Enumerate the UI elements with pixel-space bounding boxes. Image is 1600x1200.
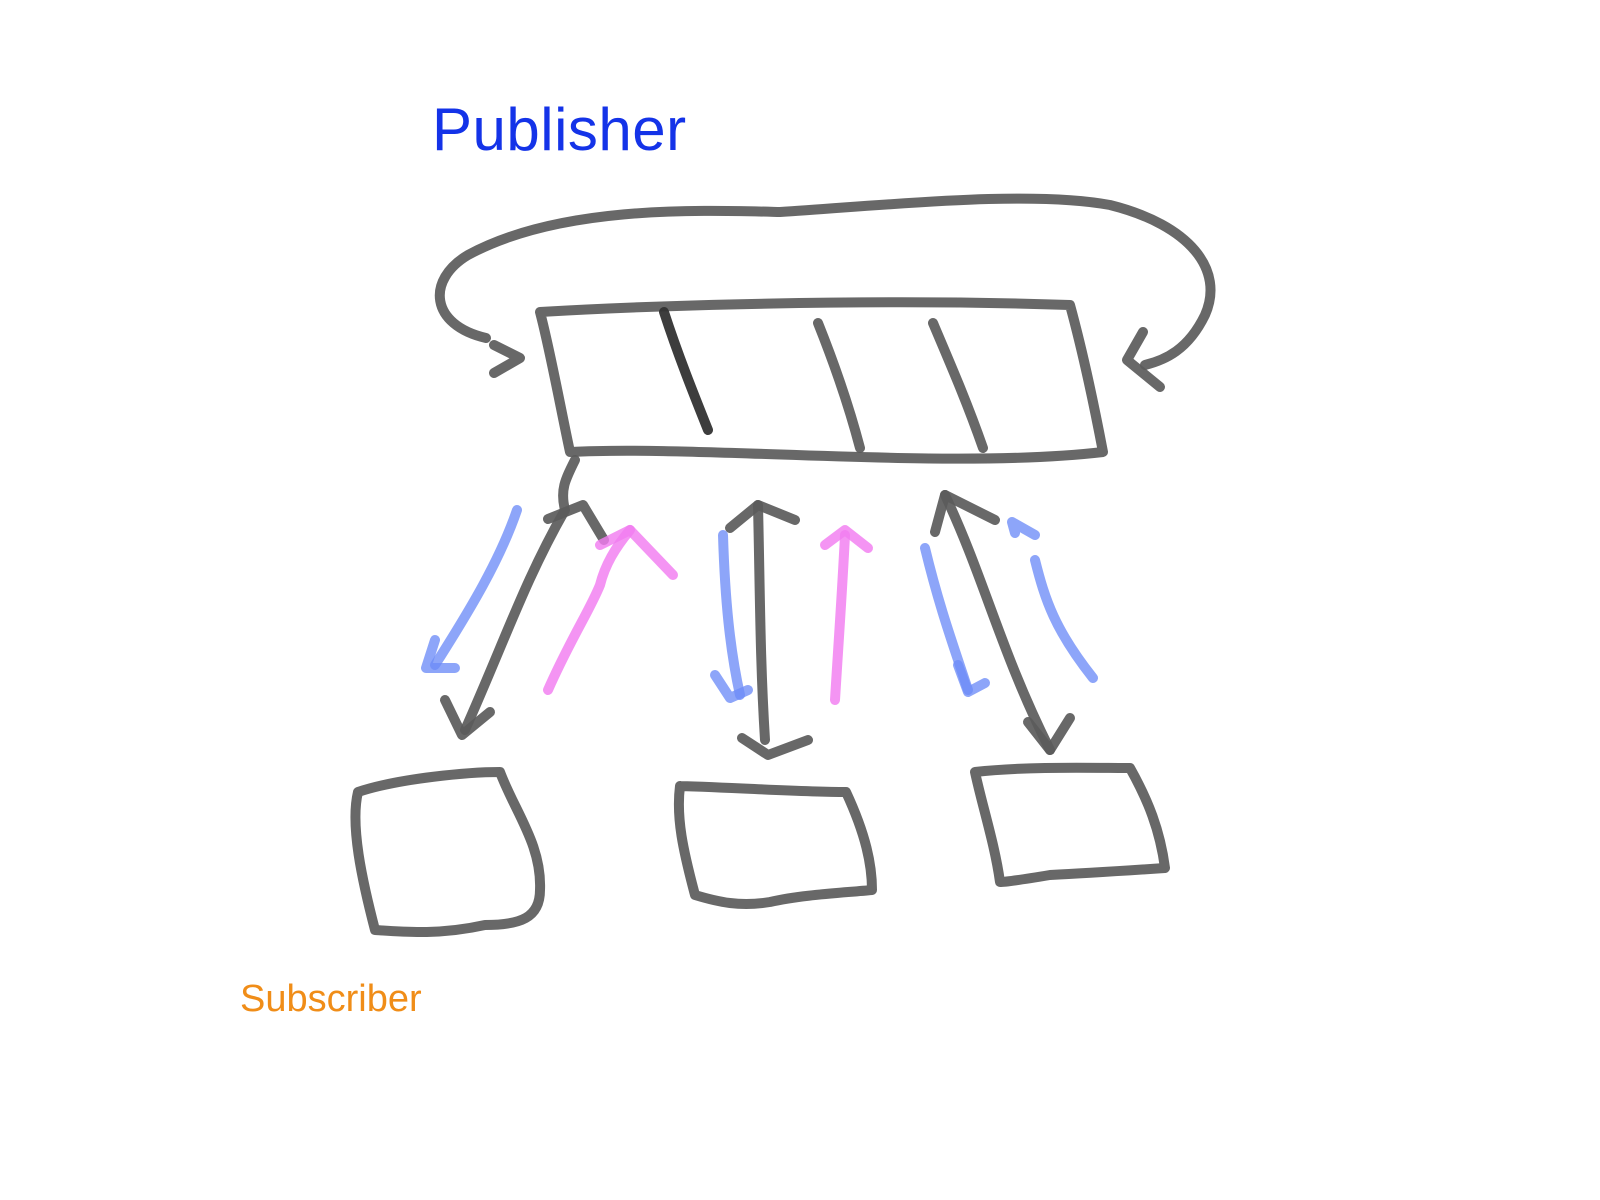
subscriber-box-3 [970,762,1170,887]
blue-arrow-1 [430,505,522,670]
blue-arrow-1-head [421,635,460,673]
pink-arrow-2 [830,530,850,705]
bidirectional-arrow-3-bottom-head [1023,713,1075,755]
blue-arrow-2 [718,530,745,700]
blue-arrow-4-head [1007,517,1040,540]
queue-divider-1 [659,307,713,435]
loop-arrow-left-head [489,340,525,378]
subscriber-box-2 [673,781,877,909]
bidirectional-arrow-3 [940,490,1055,755]
blue-arrow-4 [1030,555,1098,683]
blue-arrow-3-head [953,660,990,697]
bidirectional-arrow-2-top-head [725,500,800,533]
bidirectional-arrow-2-bottom-head [737,733,813,760]
queue-box [535,297,1108,464]
loop-arrow-right-head [1122,327,1165,392]
bidirectional-arrow-3-top-head [930,490,1000,537]
pink-arrow-1 [543,525,635,695]
queue-divider-3 [928,318,988,453]
pink-arrow-2-head [820,525,873,553]
blue-arrow-2-head [710,670,753,703]
bidirectional-arrow-1-top-head [543,500,609,545]
queue-divider-2 [813,318,865,453]
publisher-label: Publisher [432,96,687,163]
bidirectional-arrow-1-bottom-head [440,695,495,740]
pink-arrow-1-head [595,525,678,580]
bidirectional-arrow-1 [460,455,580,735]
subscriber-label: Subscriber [240,978,422,1020]
loop-arrow [434,193,1216,370]
subscriber-box-1 [350,767,546,938]
bidirectional-arrow-2 [753,500,770,745]
